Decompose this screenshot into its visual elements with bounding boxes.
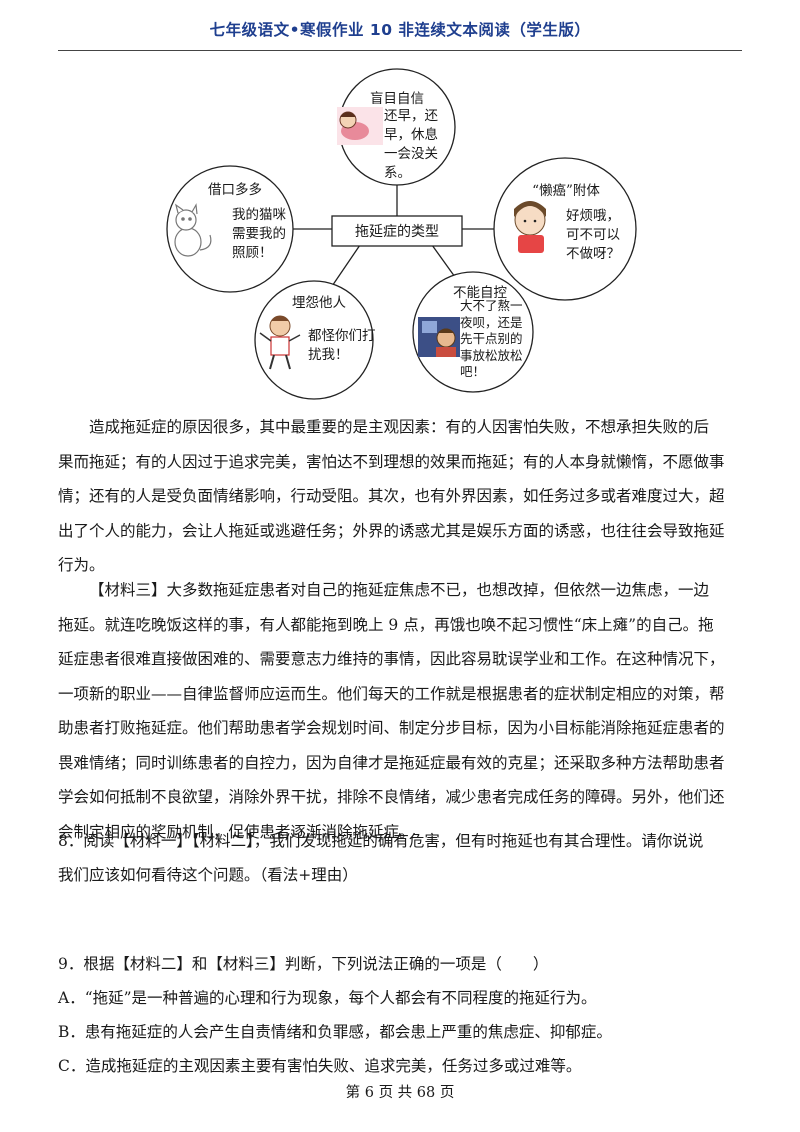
node-blame-others-title: 埋怨他人 [292, 295, 346, 311]
question-9: 9．根据【材料二】和【材料三】判断，下列说法正确的一项是（ ） A．“拖延”是一… [58, 947, 742, 1083]
question-8: 8．阅读【材料一】【材料二】，我们发现拖延的确有危害，但有时拖延也有其合理性。请… [58, 832, 704, 884]
node-excuses-title: 借口多多 [208, 182, 262, 198]
diagram-center-label: 拖延症的类型 [355, 224, 439, 240]
sleeping-girl-picture [337, 107, 383, 145]
night-man-picture [418, 317, 460, 357]
paragraph-material-three: 【材料三】大多数拖延症患者对自己的拖延症焦虑不已，也想改掉，但依然一边焦虑，一边… [58, 581, 725, 841]
node-laziness-title: “懒癌”附体 [532, 183, 600, 199]
procrastination-types-diagram: 拖延症的类型 盲目自信 还早，还 早，休息 一会没关 系。 借口多多 我的猫咪 … [150, 55, 650, 400]
node-blame-others-text: 都怪你们打 扰我！ [308, 328, 376, 363]
question-9-option-a: A．“拖延”是一种普遍的心理和行为现象，每个人都会有不同程度的拖延行为。 [58, 989, 597, 1007]
angry-man-picture [259, 315, 301, 370]
lazy-girl-picture [514, 201, 546, 253]
header-divider [58, 50, 742, 51]
node-blind-confidence-text: 还早，还 早，休息 一会没关 系。 [384, 108, 438, 181]
page-footer-number: 第 6 页 共 68 页 [345, 1085, 455, 1101]
node-no-self-control-title: 不能自控 [453, 285, 507, 301]
node-blind-confidence-title: 盲目自信 [370, 91, 424, 107]
question-9-option-c: C．造成拖延症的主观因素主要有害怕失败、追求完美，任务过多或过难等。 [58, 1057, 582, 1075]
node-laziness-text: 好烦哦， 可不可以 不做呀？ [566, 208, 620, 262]
question-9-stem: 9．根据【材料二】和【材料三】判断，下列说法正确的一项是（ ） [58, 955, 549, 973]
question-9-option-b: B．患有拖延症的人会产生自责情绪和负罪感，都会患上严重的焦虑症、抑郁症。 [58, 1023, 612, 1041]
node-no-self-control-text: 大不了熬一 夜呗，还是 先干点别的 事放松放松 吧！ [460, 298, 523, 379]
cat-picture [174, 203, 212, 257]
page-header-title: 七年级语文•寒假作业 10 非连续文本阅读（学生版） [209, 21, 591, 39]
diagram-lines [166, 68, 637, 400]
paragraph-causes: 造成拖延症的原因很多，其中最重要的是主观因素：有的人因害怕失败，不想承担失败的后… [58, 418, 725, 574]
node-excuses-text: 我的猫咪 需要我的 照顾！ [232, 207, 286, 261]
